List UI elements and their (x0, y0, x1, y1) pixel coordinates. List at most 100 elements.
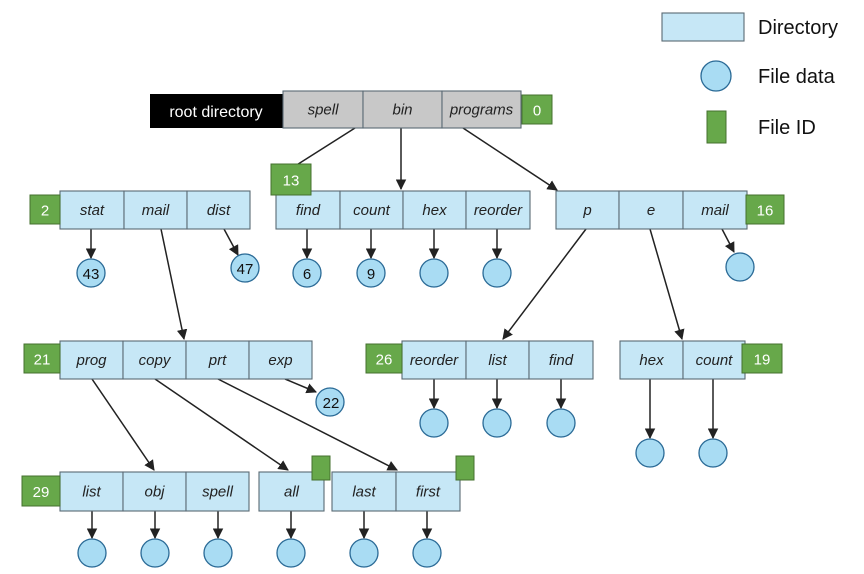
legend: Directory File data File ID (661, 12, 838, 144)
file-id-box (29, 194, 61, 225)
legend-file-data-swatch (700, 60, 732, 92)
file-id-label: 21 (34, 352, 51, 369)
file-id-label: 26 (376, 352, 393, 369)
file-id-box (21, 475, 61, 507)
file-data-node (276, 538, 306, 568)
directory-entry-cell (395, 471, 461, 512)
directory-node-16: p e mail 16 (555, 190, 785, 230)
file-data-node (635, 438, 665, 468)
file-id-box (741, 343, 783, 374)
edge-mail-to-d21 (160, 228, 188, 341)
root-directory-label: root directory (150, 94, 283, 128)
directory-entry-cell (682, 190, 748, 230)
directory-node-21: prog copy prt exp 21 (23, 340, 313, 380)
directory-node-2: stat mail dist 2 (29, 190, 251, 230)
edge-dist-to-file47 (223, 228, 239, 256)
file-data-node (725, 252, 755, 282)
file-data-node (482, 408, 512, 438)
file-data-node (412, 538, 442, 568)
file-id-box (455, 455, 475, 481)
directory-entry-cell (282, 90, 364, 129)
directory-entry-name: spell (308, 102, 340, 119)
file-id-label: 19 (754, 352, 771, 369)
edges (85, 127, 735, 540)
directory-entry-cell (185, 340, 250, 380)
directory-entry-name: spell (202, 484, 234, 501)
directory-entry-name: list (488, 352, 507, 369)
directory-entry-cell (618, 190, 684, 230)
directory-entry-cell (441, 90, 522, 129)
directory-entry-cell (59, 190, 125, 230)
directory-entry-cell (619, 340, 684, 380)
edge-e-to-d19 (649, 228, 685, 341)
directory-entry-name: copy (139, 352, 172, 369)
directory-entry-name: count (353, 202, 391, 219)
legend-file-id-swatch (706, 110, 727, 144)
legend-item-file-data: File data (700, 60, 836, 92)
directory-entry-name: prog (75, 352, 107, 369)
directory-entry-name: p (582, 202, 591, 219)
legend-directory-swatch (661, 12, 745, 42)
directory-entry-name: list (82, 484, 101, 501)
directory-entry-cell (275, 190, 341, 230)
file-id-box (23, 343, 61, 374)
legend-directory-label: Directory (758, 17, 838, 39)
directory-entry-name: last (352, 484, 376, 501)
file-data-label: 6 (303, 266, 311, 283)
directory-entry-name: all (284, 484, 300, 501)
directory-entry-name: exp (268, 352, 292, 369)
file-id-box (270, 163, 312, 196)
directory-entry-name: dist (207, 202, 231, 219)
file-data-label: 43 (83, 266, 100, 283)
file-id-label: 2 (41, 203, 49, 220)
file-id-box (745, 194, 785, 225)
directory-entry-name: find (296, 202, 321, 219)
directory-entry-name: reorder (474, 202, 523, 219)
directory-entry-cell (59, 340, 124, 380)
directory-entry-name: e (647, 202, 655, 219)
file-id-label: 13 (283, 173, 300, 190)
directory-entry-cell (331, 471, 397, 512)
file-data-label: 9 (367, 266, 375, 283)
directory-entry-name: prt (208, 352, 227, 369)
file-data-node-22: 22 (315, 387, 345, 417)
directory-entry-name: stat (80, 202, 105, 219)
file-data-node-6: 6 (292, 258, 322, 288)
directory-entry-name: count (696, 352, 734, 369)
directory-node-29: list obj spell 29 (21, 471, 250, 512)
directory-entry-name: obj (144, 484, 165, 501)
directory-entry-name: mail (142, 202, 170, 219)
edge-exp-to-file22 (284, 378, 317, 394)
file-id-label: 16 (757, 203, 774, 220)
directory-entry-cell (528, 340, 594, 380)
directory-entry-cell (339, 190, 404, 230)
directory-entry-cell (555, 190, 620, 230)
directory-node-dall: all (258, 455, 331, 512)
legend-file-id-label: File ID (758, 117, 816, 139)
file-data-node (419, 258, 449, 288)
legend-item-file-id: File ID (706, 110, 816, 144)
edge-prog-to-d29 (91, 378, 155, 471)
directory-entry-name: hex (639, 352, 664, 369)
file-data-node (77, 538, 107, 568)
directory-entry-name: mail (701, 202, 729, 219)
file-id-label: 0 (533, 103, 541, 120)
file-data-node (140, 538, 170, 568)
file-data-node-9: 9 (356, 258, 386, 288)
file-id-box (365, 343, 403, 374)
directory-entry-cell (248, 340, 313, 380)
file-data-node-43: 43 (76, 258, 106, 288)
file-id-label: 29 (33, 484, 50, 501)
file-data-node (203, 538, 233, 568)
file-data-node (419, 408, 449, 438)
directory-entry-cell (402, 190, 467, 230)
directory-entry-cell (186, 190, 251, 230)
edge-p-to-d26 (502, 228, 587, 340)
directory-entry-name: first (416, 484, 441, 501)
file-id-box (311, 455, 331, 481)
